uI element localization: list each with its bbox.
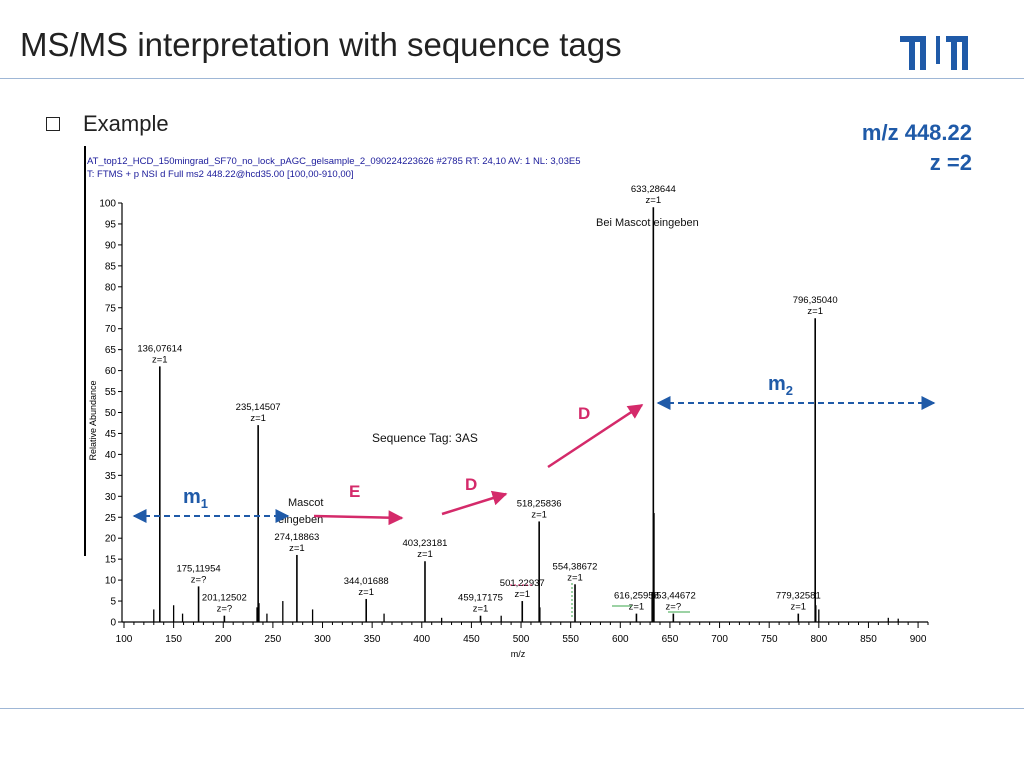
precursor-info: m/z 448.22 z =2: [862, 118, 972, 178]
y-tick-label: 70: [105, 324, 117, 335]
peak-charge-label: z=?: [191, 574, 207, 585]
peak-charge-label: z=1: [514, 589, 530, 600]
y-tick-label: 50: [105, 408, 117, 419]
bei-mascot-note: Bei Mascot eingeben: [596, 217, 699, 229]
x-tick-label: 200: [215, 634, 232, 645]
x-tick-label: 450: [463, 634, 480, 645]
y-tick-label: 90: [105, 240, 117, 251]
footer-divider: [0, 708, 1024, 709]
peak-charge-label: z=?: [217, 604, 233, 615]
peak-charge-label: z=1: [289, 543, 305, 554]
y-tick-label: 15: [105, 555, 117, 566]
peak-charge-label: z=1: [473, 604, 489, 615]
peak-mz-label: 501,22937: [500, 578, 545, 589]
arrow-E-label: E: [349, 482, 360, 501]
peak-charge-label: z=1: [790, 602, 806, 613]
arrow-D1: [441, 490, 508, 516]
peak-mz-label: 554,38672: [553, 561, 598, 572]
checkbox-bullet-icon: [46, 117, 60, 131]
y-tick-label: 85: [105, 261, 117, 272]
y-tick-label: 45: [105, 429, 117, 440]
peak-charge-label: z=1: [358, 587, 374, 598]
precursor-charge: z =2: [929, 150, 972, 175]
precursor-mz: m/z 448.22: [861, 120, 972, 145]
x-tick-label: 650: [662, 634, 679, 645]
peak-mz-label: 616,25958: [614, 591, 659, 602]
arrow-D2-label: D: [578, 404, 590, 423]
y-tick-label: 60: [105, 366, 117, 377]
x-tick-label: 700: [711, 634, 728, 645]
x-tick-label: 550: [562, 634, 579, 645]
x-tick-label: 250: [265, 634, 282, 645]
peak-mz-label: 235,14507: [236, 402, 281, 413]
x-tick-label: 850: [860, 634, 877, 645]
bullet-text: Example: [83, 111, 169, 136]
peak-charge-label: z=1: [152, 354, 168, 365]
ms-spectrum-chart: 0 5 10 15 20 25 30 35 40 45 50 55 60 65 70 75 80 85 90 95 10…: [88, 184, 936, 659]
y-tick-label: 20: [105, 534, 117, 545]
y-tick-label: 65: [105, 345, 117, 356]
m1-label: m1: [183, 486, 208, 511]
tum-logo-icon: [900, 36, 968, 70]
arrow-E: [313, 510, 404, 526]
x-tick-label: 350: [364, 634, 381, 645]
y-tick-label: 10: [105, 576, 117, 587]
y-tick-label: 100: [99, 199, 116, 210]
slide-title: MS/MS interpretation with sequence tags: [20, 26, 622, 63]
x-tick-label: 150: [165, 634, 182, 645]
y-tick-label: 95: [105, 219, 117, 230]
peak-mz-label: 653,44672: [651, 591, 696, 602]
m2-label: m2: [768, 373, 793, 398]
y-tick-label: 35: [105, 471, 117, 482]
peak-mz-label: 459,17175: [458, 593, 503, 604]
x-axis-label: m/z: [511, 649, 526, 659]
peak-mz-label: 633,28644: [631, 184, 676, 195]
y-tick-label: 0: [110, 618, 116, 629]
peak-charge-label: z=1: [646, 195, 662, 206]
y-tick-label: 5: [110, 597, 116, 608]
peak-mz-label: 136,07614: [137, 343, 182, 354]
x-tick-label: 300: [314, 634, 331, 645]
y-tick-label: 75: [105, 303, 117, 314]
y-tick-label: 55: [105, 387, 117, 398]
arrow-D2: [547, 403, 644, 469]
sequence-tag-note: Sequence Tag: 3AS: [372, 431, 478, 445]
x-tick-label: 600: [612, 634, 629, 645]
peak-mz-label: 518,25836: [517, 498, 562, 509]
arrow-D1-label: D: [465, 475, 477, 494]
peak-charge-label: z=1: [807, 306, 823, 317]
spectrum-header-line1: AT_top12_HCD_150mingrad_SF70_no_lock_pAG…: [87, 156, 581, 167]
peak-mz-label: 796,35040: [793, 295, 838, 306]
peak-mz-label: 344,01688: [344, 576, 389, 587]
x-tick-label: 900: [910, 634, 927, 645]
m1-subscript: 1: [201, 496, 208, 511]
peak-mz-label: 175,11954: [176, 563, 220, 574]
x-tick-label: 750: [761, 634, 778, 645]
y-tick-label: 40: [105, 450, 117, 461]
peak-charge-label: z=1: [250, 413, 266, 424]
x-tick-label: 500: [513, 634, 530, 645]
peak-charge-label: z=1: [629, 602, 645, 613]
y-axis-label: Relative Abundance: [88, 380, 98, 460]
mascot-note-line1: Mascot: [288, 497, 323, 509]
scan-edge: [84, 146, 86, 556]
x-tick-label: 800: [810, 634, 827, 645]
peak-charge-label: z=1: [531, 509, 547, 520]
peak-mz-label: 779,32581: [776, 591, 821, 602]
peak-charge-label: z=1: [417, 549, 433, 560]
y-tick-label: 25: [105, 513, 117, 524]
y-tick-label: 80: [105, 282, 117, 293]
x-tick-label: 400: [413, 634, 430, 645]
peak-mz-label: 201,12502: [202, 593, 247, 604]
m2-subscript: 2: [786, 383, 793, 398]
header-divider: [0, 78, 1024, 79]
x-tick-label: 100: [116, 634, 133, 645]
peak-charge-label: z=1: [567, 572, 583, 583]
peak-charge-label: z=?: [666, 602, 682, 613]
peak-mz-label: 274,18863: [274, 532, 319, 543]
y-tick-label: 30: [105, 492, 117, 503]
spectrum-header-line2: T: FTMS + p NSI d Full ms2 448.22@hcd35.…: [87, 169, 354, 180]
peak-mz-label: 403,23181: [403, 538, 448, 549]
